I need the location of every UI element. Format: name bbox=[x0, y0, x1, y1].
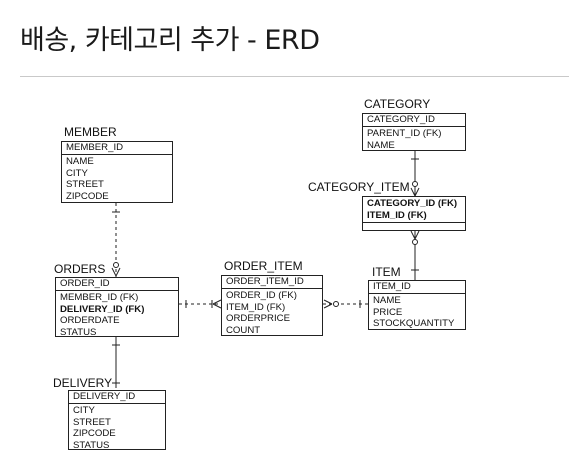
category-item-pk-attributes: CATEGORY_ID (FK) ITEM_ID (FK) bbox=[363, 197, 465, 223]
attribute: ZIPCODE bbox=[66, 190, 109, 202]
attribute: STREET bbox=[66, 179, 104, 190]
rel-categoryitem-item bbox=[410, 230, 420, 280]
item-entity-name: ITEM bbox=[372, 265, 401, 279]
delivery-pk: DELIVERY_ID bbox=[69, 391, 165, 404]
attribute: NAME bbox=[373, 295, 401, 306]
category-entity-name: CATEGORY bbox=[364, 97, 431, 111]
delivery-entity-name: DELIVERY bbox=[53, 376, 113, 390]
orders-attributes: MEMBER_ID (FK) DELIVERY_ID (FK) ORDERDAT… bbox=[56, 291, 178, 338]
member-attributes: NAME CITY STREET ZIPCODE bbox=[62, 155, 172, 202]
attribute: NAME bbox=[367, 139, 395, 151]
attribute: STATUS bbox=[60, 326, 97, 338]
attribute: ITEM_ID (FK) bbox=[226, 301, 286, 313]
member-entity-name: MEMBER bbox=[64, 125, 117, 139]
attribute: NAME bbox=[66, 156, 94, 167]
attribute: ORDERDATE bbox=[60, 315, 120, 326]
category-pk: CATEGORY_ID bbox=[363, 114, 465, 127]
orders-entity: ORDER_ID MEMBER_ID (FK) DELIVERY_ID (FK)… bbox=[55, 277, 179, 338]
category-attributes: PARENT_ID (FK) NAME bbox=[363, 127, 465, 151]
orders-pk: ORDER_ID bbox=[56, 278, 178, 291]
attribute: PARENT_ID (FK) bbox=[367, 128, 442, 139]
attribute: CATEGORY_ID (FK) bbox=[367, 198, 458, 209]
attribute: STOCKQUANTITY bbox=[373, 318, 455, 329]
attribute: ZIPCODE bbox=[73, 428, 116, 439]
order-item-entity: ORDER_ITEM_ID ORDER_ID (FK) ITEM_ID (FK)… bbox=[221, 275, 323, 336]
attribute: MEMBER_ID (FK) bbox=[60, 292, 139, 303]
attribute: ORDER_ID (FK) bbox=[226, 290, 297, 301]
attribute: DELIVERY_ID (FK) bbox=[60, 303, 145, 315]
rel-orders-orderitem bbox=[179, 299, 222, 309]
rel-member-orders bbox=[111, 203, 121, 277]
order-item-pk: ORDER_ITEM_ID bbox=[222, 276, 322, 289]
delivery-entity: DELIVERY_ID CITY STREET ZIPCODE STATUS bbox=[68, 390, 166, 451]
order-item-entity-name: ORDER_ITEM bbox=[224, 259, 303, 273]
attribute: CITY bbox=[66, 167, 88, 179]
category-entity: CATEGORY_ID PARENT_ID (FK) NAME bbox=[362, 113, 466, 151]
slide-title: 배송, 카테고리 추가 - ERD bbox=[20, 25, 320, 56]
title-divider bbox=[20, 76, 569, 77]
orders-entity-name: ORDERS bbox=[54, 262, 106, 276]
item-attributes: NAME PRICE STOCKQUANTITY bbox=[369, 294, 465, 330]
member-entity: MEMBER_ID NAME CITY STREET ZIPCODE bbox=[61, 141, 173, 203]
rel-orders-delivery bbox=[112, 337, 120, 388]
category-item-entity-name: CATEGORY_ITEM bbox=[308, 180, 410, 194]
member-pk: MEMBER_ID bbox=[62, 142, 172, 155]
delivery-attributes: CITY STREET ZIPCODE STATUS bbox=[69, 404, 165, 451]
attribute: STATUS bbox=[73, 439, 110, 451]
item-entity: ITEM_ID NAME PRICE STOCKQUANTITY bbox=[368, 280, 466, 330]
attribute: COUNT bbox=[226, 324, 261, 336]
attribute: ORDERPRICE bbox=[226, 313, 290, 324]
order-item-attributes: ORDER_ID (FK) ITEM_ID (FK) ORDERPRICE CO… bbox=[222, 289, 322, 336]
attribute: ITEM_ID (FK) bbox=[367, 209, 427, 221]
attribute: CITY bbox=[73, 405, 95, 416]
category-item-entity: CATEGORY_ID (FK) ITEM_ID (FK) bbox=[362, 196, 466, 231]
rel-orderitem-item bbox=[323, 299, 368, 309]
rel-category-categoryitem bbox=[410, 151, 420, 197]
attribute: PRICE bbox=[373, 306, 403, 318]
item-pk: ITEM_ID bbox=[369, 281, 465, 294]
attribute: STREET bbox=[73, 416, 111, 428]
